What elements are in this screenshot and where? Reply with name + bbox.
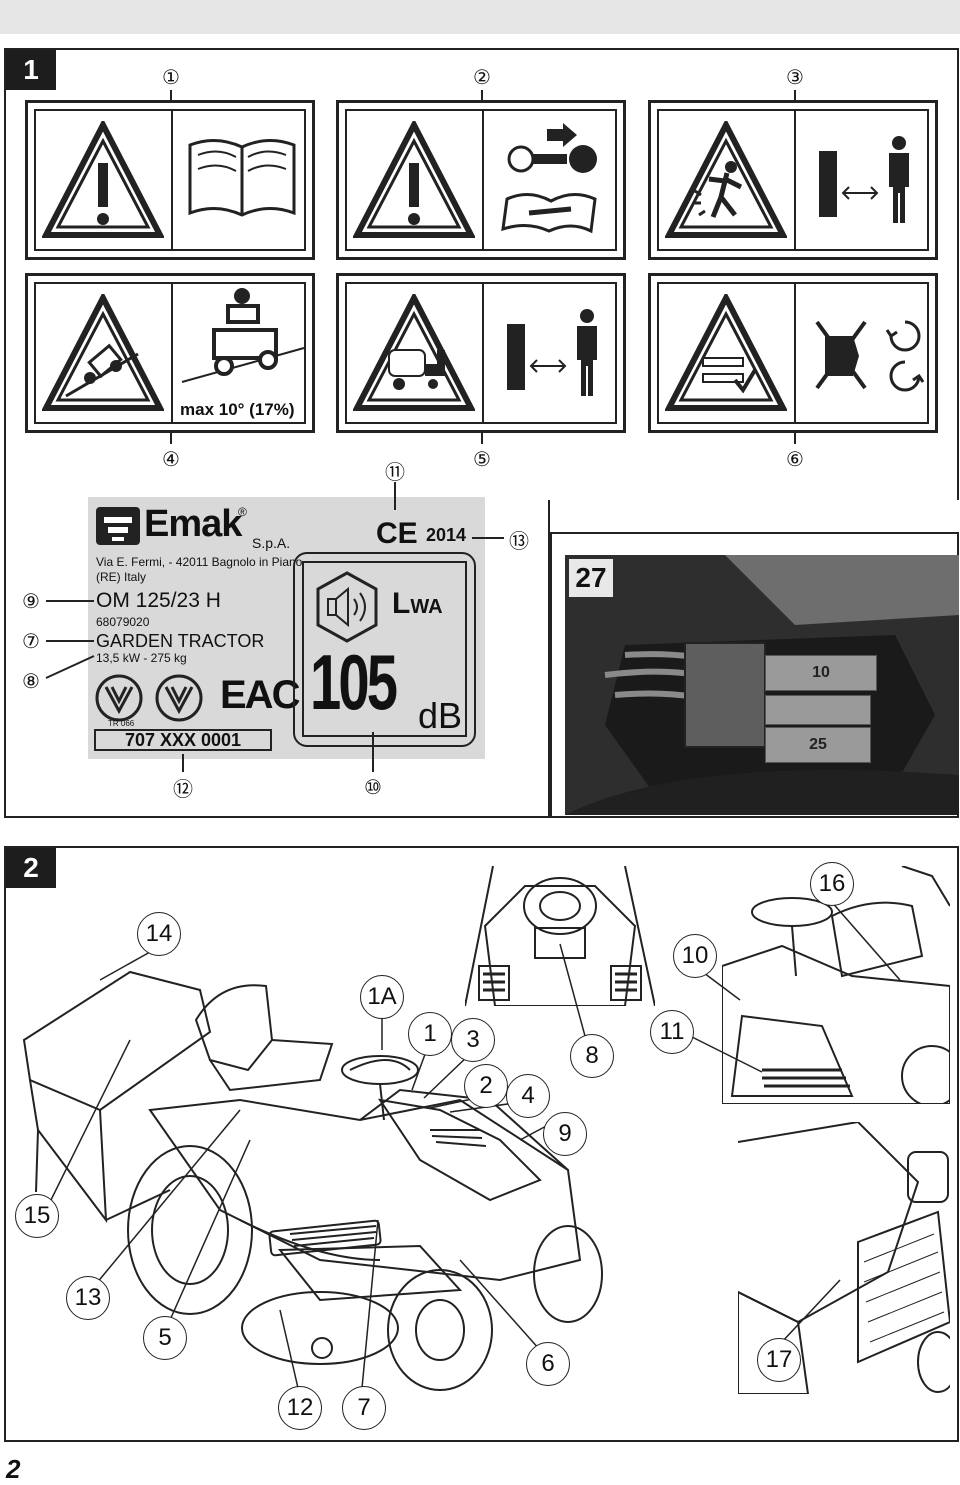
- eac-mark: EAC: [220, 673, 300, 717]
- fig2-callout-6: 6: [526, 1342, 570, 1386]
- callout-4: ④: [156, 444, 186, 474]
- warning-triangle-icon: [353, 121, 475, 238]
- callout-5: ⑤: [467, 444, 497, 474]
- product-type: GARDEN TRACTOR: [96, 631, 265, 651]
- fig2-callout-1a: 1A: [360, 975, 404, 1019]
- callout-13: ⑬: [504, 524, 534, 554]
- fuse-middle: [765, 695, 871, 725]
- engine-bay-view: [738, 1122, 950, 1394]
- fuse-photo: 10 25 27: [565, 555, 959, 815]
- noise-value: 105: [310, 638, 398, 726]
- photo-label: 27: [569, 559, 613, 597]
- address-line-1: Via E. Fermi, - 42011 Bagnolo in Piano: [96, 555, 303, 569]
- manufacture-year: 2014: [426, 525, 467, 545]
- address: Via E. Fermi, - 42011 Bagnolo in Piano(R…: [96, 555, 302, 585]
- keep-distance-icon: [507, 309, 597, 396]
- figure-1-tag: 1: [6, 50, 56, 90]
- top-bar: [0, 0, 960, 34]
- fig2-callout-13: 13: [66, 1276, 110, 1320]
- fig2-callout-9: 9: [543, 1112, 587, 1156]
- fig2-callout-14: 14: [137, 912, 181, 956]
- noise-label-inner: [302, 561, 467, 737]
- emak-logo-icon: [96, 507, 140, 545]
- noise-label-frame: [293, 552, 476, 747]
- key-removal-icon: [501, 123, 597, 234]
- fig2-callout-2: 2: [464, 1064, 508, 1108]
- certification-mark-icon: [95, 674, 143, 722]
- address-line-2: (RE) Italy: [96, 570, 147, 584]
- figure-2-tag: 2: [6, 848, 56, 888]
- tractor-side-view: [722, 866, 950, 1104]
- fig2-callout-8: 8: [570, 1034, 614, 1078]
- leader-lines-plate: [45, 482, 504, 772]
- leader-lines-top: [170, 90, 796, 446]
- warning-triangle-icon: [42, 121, 164, 238]
- callout-7: ⑦: [16, 626, 46, 656]
- sticker-thrown-objects: [648, 100, 938, 260]
- callout-2: ②: [467, 62, 497, 92]
- slope-mower-icon: [181, 288, 305, 383]
- tractor-illustration: [22, 970, 603, 1391]
- no-hands-icon: [815, 320, 925, 392]
- tipping-warning-icon: [42, 294, 164, 411]
- fig2-callout-12: 12: [278, 1386, 322, 1430]
- callout-1: ①: [156, 62, 186, 92]
- fuse-25a: 25: [765, 727, 871, 763]
- callout-12: ⑫: [168, 772, 198, 802]
- sticker-slope: max 10° (17%): [25, 273, 315, 433]
- certification-mark-icon: [155, 674, 203, 722]
- power-mass: 13,5 kW - 275 kg: [96, 651, 187, 665]
- speaker-icon: [316, 571, 378, 643]
- fig2-callout-4: 4: [506, 1074, 550, 1118]
- reverse-mowing-warning-icon: [353, 294, 475, 411]
- thrown-object-warning-icon: [665, 121, 787, 238]
- blade-warning-icon: [665, 294, 787, 411]
- callout-9: ⑨: [16, 586, 46, 616]
- fig2-callout-17: 17: [757, 1338, 801, 1382]
- sticker-blade-hazard: [648, 273, 938, 433]
- registered-mark: ®: [238, 505, 247, 519]
- fig2-callout-16: 16: [810, 862, 854, 906]
- sticker-read-manual: [25, 100, 315, 260]
- sticker-remove-key: [336, 100, 626, 260]
- product-code: 68079020: [96, 615, 150, 629]
- brand-name: Emak: [144, 503, 242, 545]
- company-suffix: S.p.A.: [252, 535, 291, 551]
- slope-caption: max 10° (17%): [180, 400, 295, 419]
- fig2-callout-3: 3: [451, 1018, 495, 1062]
- noise-unit: dB: [418, 695, 463, 736]
- tractor-top-view: [465, 866, 655, 1006]
- serial-number: 707 XXX 0001: [94, 729, 272, 751]
- fig2-callout-11: 11: [650, 1010, 694, 1054]
- fuse-10a: 10: [765, 655, 877, 691]
- fig2-callout-7: 7: [342, 1386, 386, 1430]
- keep-distance-icon: [819, 136, 909, 223]
- fig2-callout-5: 5: [143, 1316, 187, 1360]
- callout-3: ③: [780, 62, 810, 92]
- lwa-letter: L: [392, 587, 411, 620]
- page-number: 2: [6, 1454, 21, 1484]
- callout-11: ⑪: [380, 455, 410, 485]
- fig2-callout-1: 1: [408, 1012, 452, 1056]
- tr-mark: TR 066: [108, 719, 135, 728]
- sticker-bystanders: [336, 273, 626, 433]
- rating-plate: Emak ® S.p.A. Via E. Fermi, - 42011 Bagn…: [88, 497, 485, 759]
- callout-6: ⑥: [780, 444, 810, 474]
- fig2-callout-15: 15: [15, 1194, 59, 1238]
- manual-book-icon: [188, 139, 296, 217]
- lwa-subscript: WA: [410, 596, 443, 618]
- fuse-photo-scene: [565, 555, 959, 815]
- ce-mark: CE: [376, 517, 418, 550]
- callout-10: ⑩: [358, 772, 388, 802]
- lwa-label: LWA: [392, 587, 443, 621]
- callout-8: ⑧: [16, 666, 46, 696]
- model-number: OM 125/23 H: [96, 589, 221, 612]
- fig2-callout-10: 10: [673, 934, 717, 978]
